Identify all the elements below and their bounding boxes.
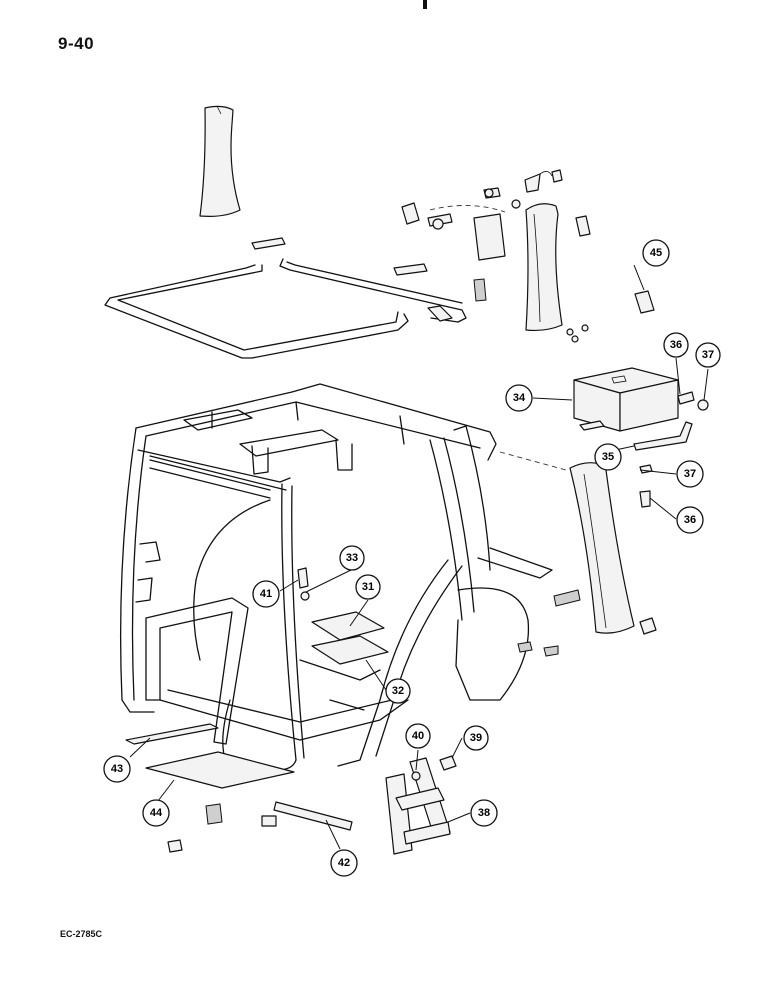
callout-40: 40	[405, 723, 431, 749]
storage-box	[573, 367, 679, 432]
svg-text:36: 36	[670, 339, 682, 351]
svg-text:33: 33	[346, 552, 358, 564]
svg-text:37: 37	[684, 468, 696, 480]
panel-42	[273, 801, 353, 831]
callout-33: 33	[339, 545, 365, 571]
upper-pillar-trim	[199, 105, 241, 217]
figure-code: EC-2785C	[60, 929, 103, 939]
leader-lines	[129, 264, 709, 850]
callout-42: 42	[330, 849, 358, 877]
door-frame-seal	[145, 597, 249, 745]
callout-32: 32	[385, 678, 411, 704]
callout-43: 43	[103, 755, 131, 783]
callout-36-lower: 36	[676, 506, 704, 534]
svg-text:38: 38	[478, 807, 490, 819]
callout-35: 35	[594, 443, 622, 471]
rear-trim-strip	[569, 462, 635, 634]
callout-45: 45	[642, 239, 670, 267]
step-assembly	[385, 755, 457, 855]
rear-pillar-trim	[525, 203, 563, 332]
callout-31: 31	[355, 574, 381, 600]
callout-39: 39	[463, 725, 489, 751]
fastener-cluster	[401, 169, 591, 261]
svg-text:39: 39	[470, 732, 482, 744]
floor-plate	[311, 611, 385, 641]
svg-text:32: 32	[392, 685, 404, 697]
callout-38: 38	[470, 799, 498, 827]
callout-44: 44	[142, 799, 170, 827]
roof-seal-frame	[104, 237, 487, 359]
svg-text:45: 45	[650, 247, 662, 259]
callout-36-upper: 36	[663, 332, 689, 358]
svg-text:34: 34	[513, 392, 526, 404]
callout-37-lower: 37	[676, 460, 704, 488]
mat-44	[145, 751, 295, 789]
top-edge-mark	[423, 0, 427, 9]
svg-text:43: 43	[111, 763, 123, 775]
svg-text:40: 40	[412, 730, 424, 742]
mat-43	[125, 723, 219, 745]
svg-text:41: 41	[260, 588, 272, 600]
bolt-41	[297, 567, 309, 589]
svg-text:35: 35	[602, 451, 614, 463]
callout-34: 34	[505, 384, 533, 412]
page-number: 9-40	[58, 34, 95, 53]
svg-text:36: 36	[684, 514, 696, 526]
svg-text:42: 42	[338, 857, 350, 869]
washer-33	[300, 591, 310, 601]
svg-text:44: 44	[150, 807, 163, 819]
cab-frame	[119, 383, 553, 771]
svg-text:31: 31	[362, 581, 374, 593]
svg-text:37: 37	[702, 349, 714, 361]
clip-45	[634, 290, 655, 314]
callout-41: 41	[252, 580, 280, 608]
callout-37-upper: 37	[695, 342, 721, 368]
